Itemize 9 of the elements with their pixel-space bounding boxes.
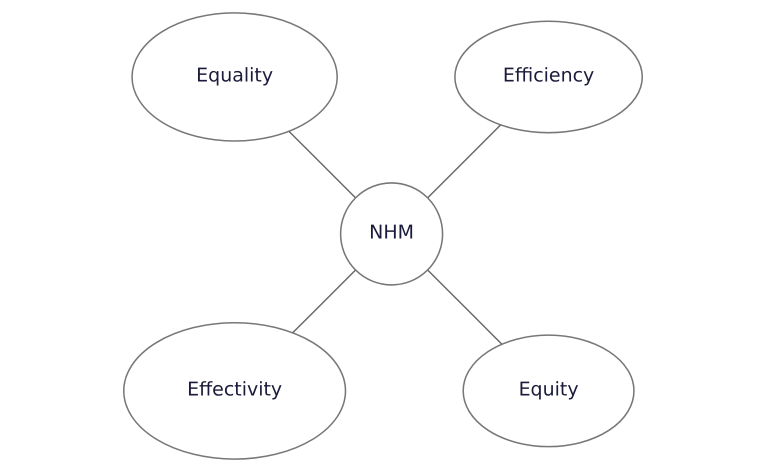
- connector: [288, 130, 356, 198]
- node-circle: NHM: [339, 182, 443, 286]
- connector: [292, 270, 356, 334]
- node-ellipse: Efficiency: [454, 20, 643, 134]
- node-ellipse: Equity: [462, 334, 634, 448]
- connector: [427, 124, 500, 198]
- node-ellipse: Equality: [130, 12, 338, 142]
- node-ellipse: Effectivity: [122, 322, 346, 460]
- connector: [427, 270, 502, 344]
